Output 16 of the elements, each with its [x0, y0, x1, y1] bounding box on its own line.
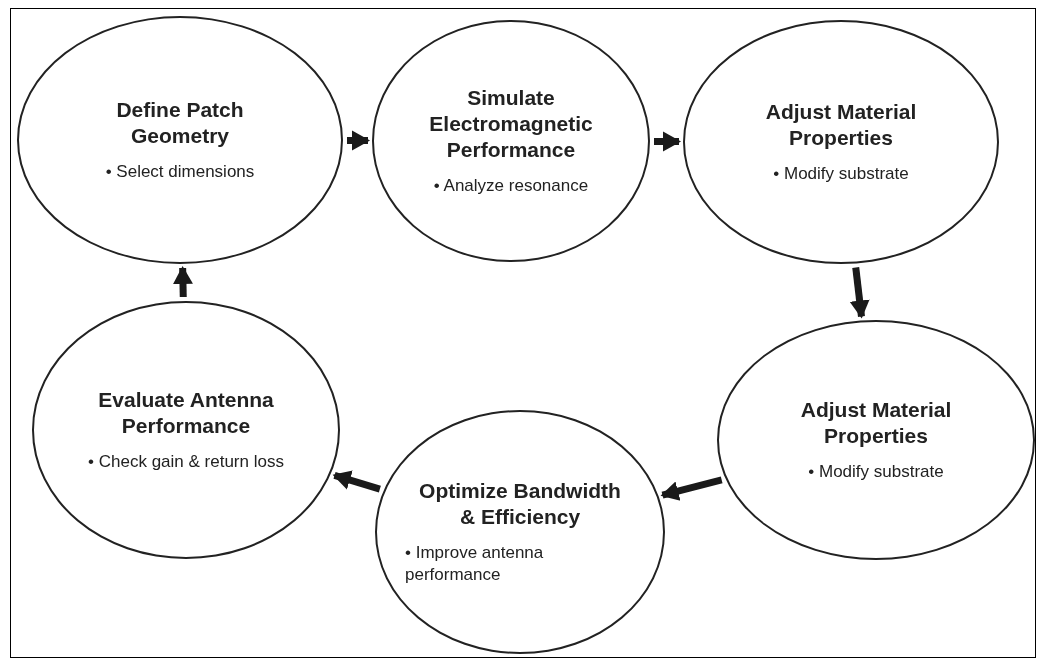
step-title: Optimize Bandwidth & Efficiency	[418, 478, 622, 530]
arrow	[347, 130, 370, 151]
bullet-text: • Select dimensions	[105, 161, 255, 183]
step-title: Evaluate Antenna Performance	[97, 387, 275, 439]
arrow	[173, 266, 193, 298]
step-title: Adjust Material Properties	[764, 99, 918, 151]
bullet-text: • Modify substrate	[808, 461, 944, 483]
step-title: Simulate Electromagnetic Performance	[428, 85, 594, 163]
bullet-text: • Improve antenna performance	[405, 542, 545, 586]
bullet-text: • Check gain & return loss	[88, 451, 284, 473]
step-title: Define Patch Geometry	[115, 97, 245, 149]
arrow	[332, 470, 381, 493]
step-title: Adjust Material Properties	[799, 397, 953, 449]
bullet-text: • Analyze resonance	[433, 175, 589, 197]
bullet-text: • Modify substrate	[773, 163, 909, 185]
arrow	[660, 476, 723, 501]
